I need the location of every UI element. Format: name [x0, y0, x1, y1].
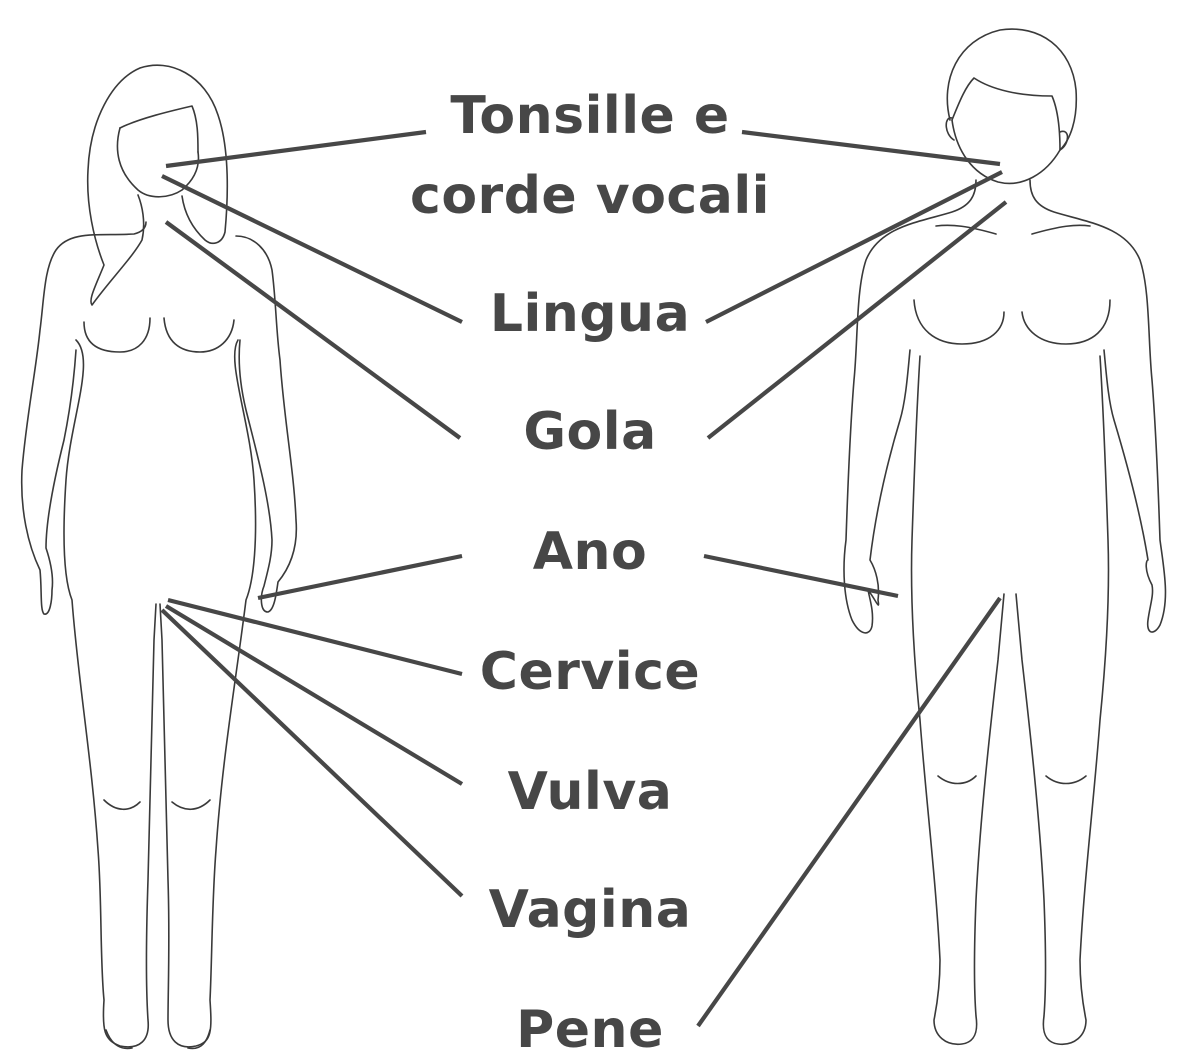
- label-penis: Pene: [516, 1004, 664, 1056]
- leader-cervix-female: [168, 600, 462, 674]
- label-anus: Ano: [533, 526, 648, 578]
- female-body: [22, 222, 297, 1047]
- label-throat: Gola: [523, 406, 656, 458]
- label-vagina: Vagina: [489, 884, 692, 936]
- male-collarbones: [936, 225, 1090, 234]
- male-ears: [946, 118, 1067, 150]
- label-tonsils-line1: Tonsille e: [450, 90, 729, 142]
- leader-penis-male: [698, 598, 1000, 1026]
- female-knee-right: [172, 800, 210, 809]
- label-tongue: Lingua: [490, 288, 690, 340]
- male-chest-left: [914, 300, 1004, 344]
- leader-anus-male: [704, 556, 898, 596]
- leader-tonsils-male: [742, 132, 1000, 164]
- label-vulva: Vulva: [508, 766, 673, 818]
- female-hair: [88, 65, 228, 305]
- label-cervix: Cervice: [480, 646, 700, 698]
- label-tonsils-line2: corde vocali: [410, 170, 770, 222]
- male-hair: [947, 29, 1076, 150]
- female-breast-left: [84, 318, 150, 352]
- leader-tonsils-female: [166, 132, 426, 166]
- leader-vagina-female: [162, 610, 462, 896]
- female-breast-right: [164, 318, 234, 352]
- male-knee-right: [1046, 776, 1086, 784]
- male-face: [952, 120, 1060, 183]
- female-figure: [22, 65, 297, 1048]
- male-chest-right: [1022, 300, 1110, 344]
- male-figure: [844, 29, 1165, 1044]
- male-body: [844, 180, 1165, 1044]
- leader-throat-female: [166, 222, 460, 438]
- male-knee-left: [938, 776, 976, 784]
- leader-throat-male: [708, 202, 1006, 438]
- leader-anus-female: [258, 556, 462, 598]
- female-knee-left: [104, 800, 140, 809]
